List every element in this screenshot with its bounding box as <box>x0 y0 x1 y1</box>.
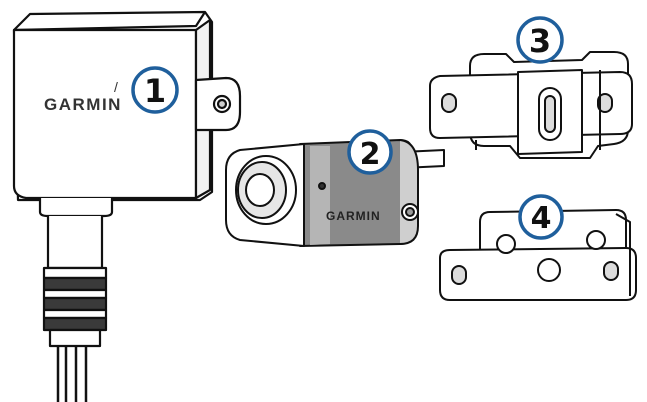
callout-4: 4 <box>518 194 564 240</box>
cable-boot <box>42 266 108 348</box>
callout-1: 1 <box>131 66 179 114</box>
transmitter-brand-accent-icon: / <box>114 79 118 95</box>
backup-camera <box>225 139 445 247</box>
callout-4-label: 4 <box>531 201 552 236</box>
mounting-bracket-upper <box>429 51 633 159</box>
callout-3-label: 3 <box>529 22 551 60</box>
cable-wires <box>56 346 88 402</box>
callout-2: 2 <box>347 129 393 175</box>
callout-2-label: 2 <box>360 137 381 172</box>
transmitter-brand-label: GARMIN <box>44 95 122 114</box>
transmitter-unit <box>12 10 242 402</box>
callout-3: 3 <box>516 16 564 64</box>
camera-brand-label: GARMIN <box>326 209 381 223</box>
callout-1-label: 1 <box>144 72 166 110</box>
